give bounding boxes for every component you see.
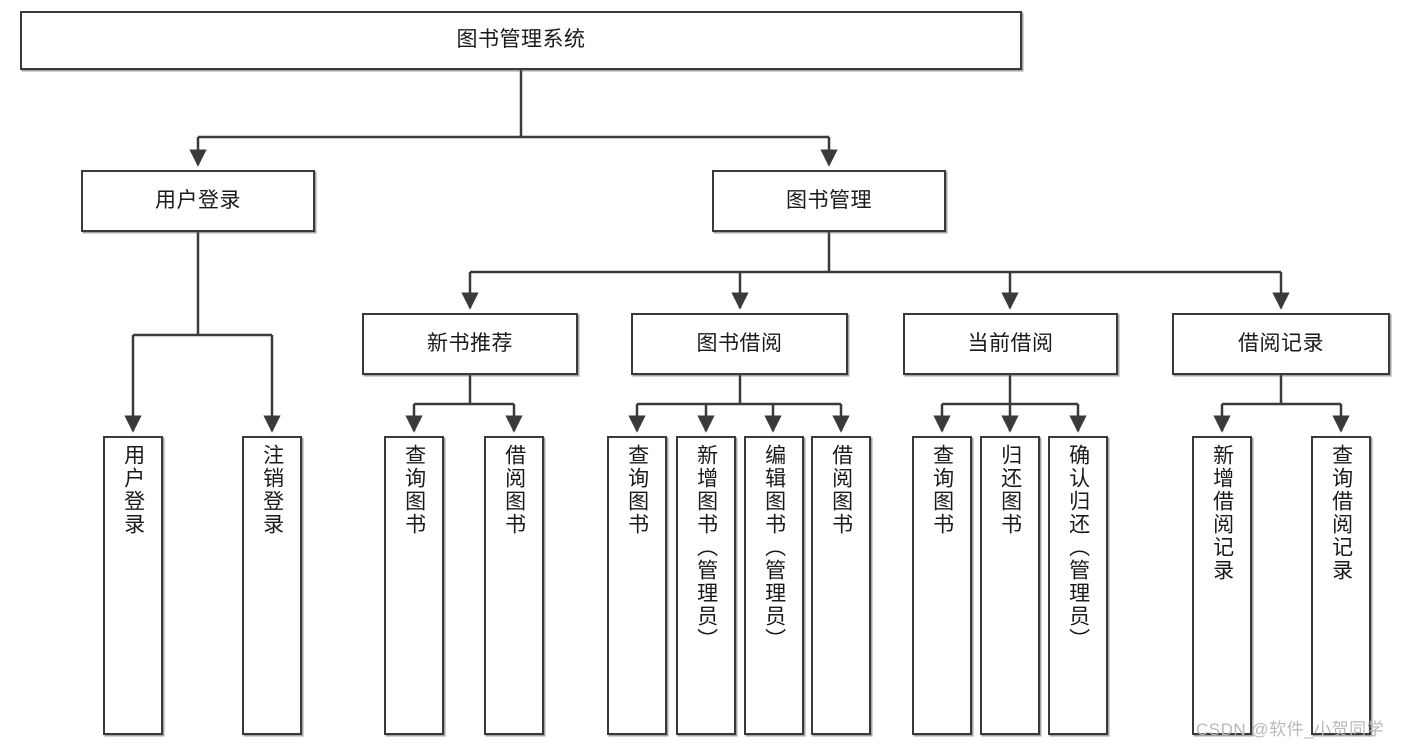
node-label: 图书管理系统 [456,28,586,52]
node-user-login[interactable]: 用户登录 [81,170,315,232]
node-label: 查询借阅记录 [1329,444,1353,582]
leaf-add-book-admin[interactable]: 新增图书（管理员） [676,436,736,735]
leaf-add-borrow-record[interactable]: 新增借阅记录 [1192,436,1252,735]
node-label: 注销登录 [260,444,284,536]
node-label: 借阅图书 [829,444,853,536]
node-new-book-recommend[interactable]: 新书推荐 [362,313,578,375]
node-label: 借阅图书 [502,444,526,536]
leaf-return-book[interactable]: 归还图书 [980,436,1040,735]
node-label: 查询图书 [625,444,649,536]
leaf-query-borrow-record[interactable]: 查询借阅记录 [1311,436,1371,735]
node-label: 查询图书 [930,444,954,536]
csdn-watermark: CSDN @软件_小贺同学 [1196,720,1385,739]
leaf-confirm-return-admin[interactable]: 确认归还（管理员） [1048,436,1108,735]
node-label: 图书借阅 [696,331,783,355]
node-root-book-management-system[interactable]: 图书管理系统 [20,11,1022,70]
leaf-query-book-borrow[interactable]: 查询图书 [607,436,667,735]
node-label: 查询图书 [402,444,426,536]
node-borrow-records[interactable]: 借阅记录 [1172,313,1390,375]
leaf-logout[interactable]: 注销登录 [242,436,302,735]
node-label: 新增图书（管理员） [694,444,718,651]
leaf-edit-book-admin[interactable]: 编辑图书（管理员） [744,436,804,735]
node-current-borrow[interactable]: 当前借阅 [903,313,1118,375]
leaf-borrow-book[interactable]: 借阅图书 [811,436,871,735]
node-label: 用户登录 [155,188,241,212]
node-label: 用户登录 [121,444,145,536]
node-label: 新书推荐 [427,331,513,355]
node-label: 归还图书 [998,444,1022,536]
leaf-query-book-recommend[interactable]: 查询图书 [384,436,444,735]
leaf-query-book-current[interactable]: 查询图书 [912,436,972,735]
node-label: 确认归还（管理员） [1066,444,1090,651]
node-book-management[interactable]: 图书管理 [712,170,946,232]
node-book-borrow[interactable]: 图书借阅 [631,313,848,375]
node-label: 新增借阅记录 [1210,444,1234,582]
leaf-borrow-book-recommend[interactable]: 借阅图书 [484,436,544,735]
node-label: 借阅记录 [1238,331,1324,355]
leaf-user-login[interactable]: 用户登录 [103,436,163,735]
node-label: 图书管理 [786,188,872,212]
node-label: 编辑图书（管理员） [762,444,786,651]
node-label: 当前借阅 [967,331,1054,355]
